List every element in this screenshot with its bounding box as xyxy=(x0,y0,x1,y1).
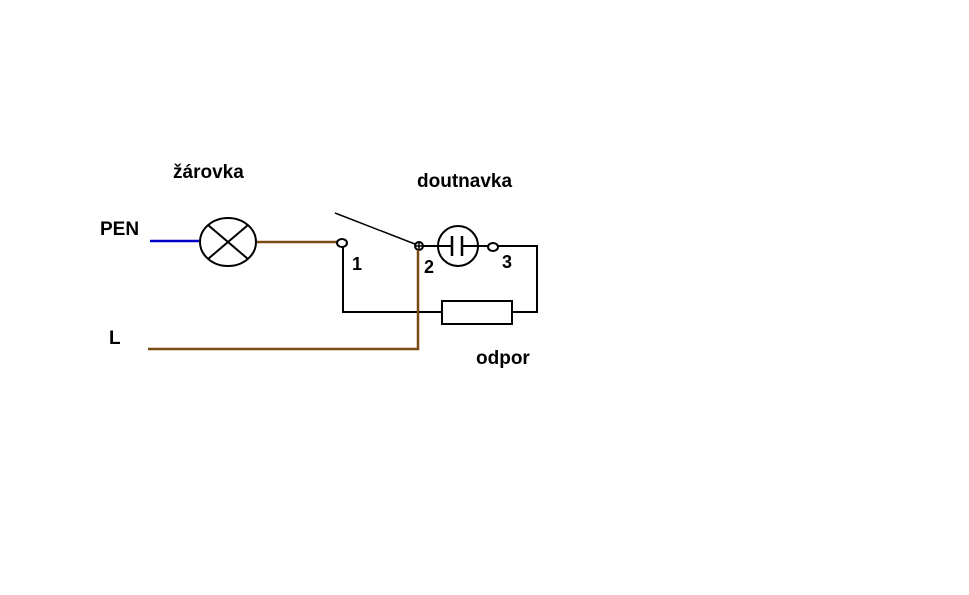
terminal-3 xyxy=(487,242,499,252)
terminal-2-label: 2 xyxy=(424,257,434,277)
resistor-to-terminal-1-wire xyxy=(342,247,442,313)
glow-starter-label: doutnavka xyxy=(417,171,512,192)
terminal-3-to-resistor-wire xyxy=(498,245,538,313)
glow-starter-symbol xyxy=(437,225,479,267)
resistor-label: odpor xyxy=(476,348,530,369)
terminal-1-label: 1 xyxy=(352,254,362,274)
pen-label: PEN xyxy=(100,219,139,240)
switch-lever xyxy=(334,212,421,247)
lamp-label: žárovka xyxy=(173,162,244,183)
terminal-1 xyxy=(336,238,348,248)
lamp-symbol xyxy=(199,217,257,267)
line-label: L xyxy=(109,328,121,349)
resistor-symbol xyxy=(441,300,513,325)
terminal-3-label: 3 xyxy=(502,252,512,272)
terminal-2 xyxy=(414,241,424,251)
line-wire xyxy=(148,250,420,351)
